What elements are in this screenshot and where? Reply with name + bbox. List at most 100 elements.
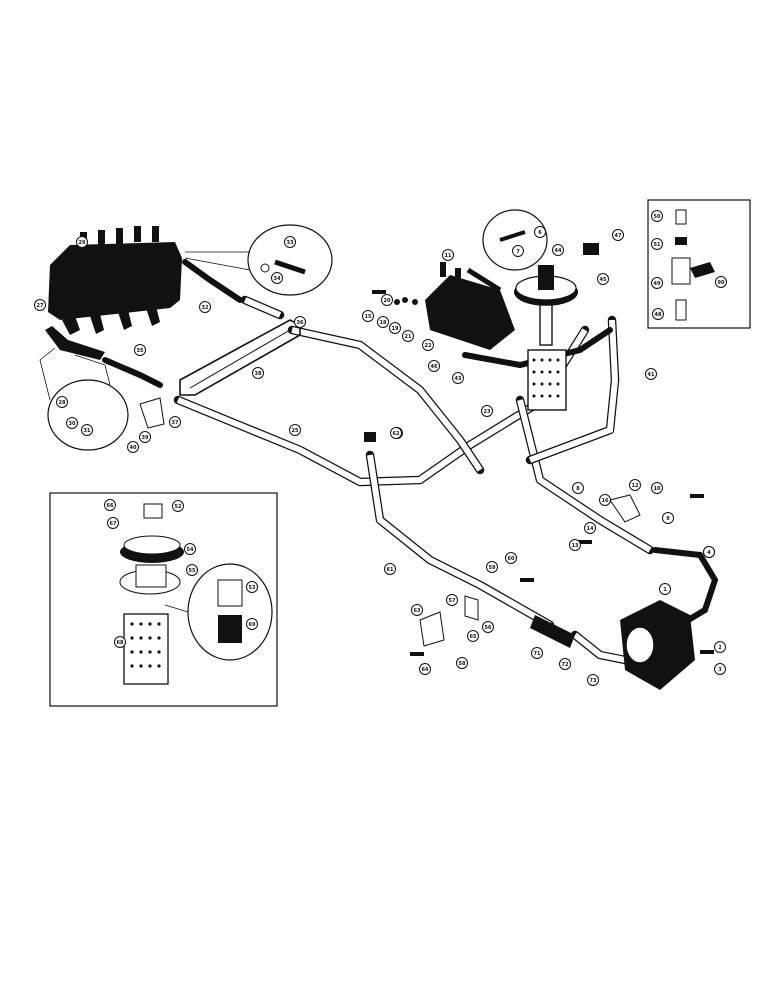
callout-circle [715, 276, 727, 288]
callout-circle [402, 330, 414, 342]
callout-number: 63 [414, 608, 421, 614]
callout-number: 15 [365, 314, 372, 320]
callout-number: 13 [572, 543, 579, 549]
callout-c28: 28 [56, 396, 68, 408]
callout-circle [34, 299, 46, 311]
callout-number: 16 [602, 498, 609, 504]
callout-number: 90 [718, 280, 725, 286]
callout-c57: 57 [446, 594, 458, 606]
callout-c67: 67 [107, 517, 119, 529]
callout-c69: 69 [246, 618, 258, 630]
callout-number: 65 [470, 634, 477, 640]
callout-circle [246, 618, 258, 630]
callout-c41: 41 [645, 368, 657, 380]
callout-circle [531, 647, 543, 659]
callout-number: 23 [484, 409, 491, 415]
callout-c6a: 6 [534, 226, 546, 238]
mounting-bracket [179, 319, 301, 396]
callout-number: 46 [431, 364, 438, 370]
callout-circle [662, 512, 674, 524]
callout-number: 36 [297, 320, 304, 326]
callout-c16: 16 [599, 494, 611, 506]
callout-circle [512, 245, 524, 257]
callout-c61: 61 [384, 563, 396, 575]
callout-number: 48 [655, 312, 662, 318]
callout-circle [390, 427, 402, 439]
callout-number: 32 [202, 305, 209, 311]
callout-number: 30 [69, 421, 76, 427]
callout-number: 38 [255, 371, 262, 377]
callout-number: 67 [110, 521, 117, 527]
callout-number: 4 [707, 550, 711, 556]
callout-number: 58 [459, 661, 466, 667]
filter-assembly [514, 265, 578, 411]
callout-c66: 66 [104, 499, 116, 511]
callout-circle [645, 368, 657, 380]
callout-number: 31 [84, 428, 91, 434]
callout-circle [651, 277, 663, 289]
callout-number: 52 [175, 504, 182, 510]
callout-c30: 30 [66, 417, 78, 429]
callout-number: 11 [445, 253, 452, 259]
callout-number: 64 [422, 667, 429, 673]
callout-c25: 25 [289, 424, 301, 436]
callout-number: 44 [555, 248, 562, 254]
callout-number: 8 [576, 486, 580, 492]
callout-circle [597, 273, 609, 285]
hardware-fasteners [139, 243, 714, 656]
callout-number: 69 [249, 622, 256, 628]
callout-number: 72 [562, 662, 569, 668]
callout-c43: 43 [452, 372, 464, 384]
callout-c45: 45 [597, 273, 609, 285]
callout-c49: 49 [651, 277, 663, 289]
callout-c40: 40 [127, 441, 139, 453]
callout-c53: 53 [246, 581, 258, 593]
callout-circle [714, 641, 726, 653]
pipe-runs [102, 259, 719, 665]
callout-circle [651, 238, 663, 250]
callout-c47: 47 [612, 229, 624, 241]
callout-c38: 38 [252, 367, 264, 379]
callout-c20: 20 [381, 294, 393, 306]
callout-circle [389, 322, 401, 334]
callout-circle [481, 405, 493, 417]
callout-number: 6 [538, 230, 542, 236]
callout-circle [104, 499, 116, 511]
callout-number: 35 [137, 348, 144, 354]
callout-c51: 51 [651, 238, 663, 250]
callout-number: 3 [718, 667, 722, 673]
callout-circle [199, 301, 211, 313]
callout-number: 66 [107, 503, 114, 509]
callout-c58: 58 [456, 657, 468, 669]
callout-circle [486, 561, 498, 573]
callout-circle [446, 594, 458, 606]
callout-number: 28 [59, 400, 66, 406]
callout-circle [419, 663, 431, 675]
callout-number: 33 [287, 240, 294, 246]
callout-circle [252, 367, 264, 379]
callout-circle [456, 657, 468, 669]
callout-c50: 50 [651, 210, 663, 222]
callout-circle [703, 546, 715, 558]
callout-c71: 71 [531, 647, 543, 659]
callout-number: 68 [117, 640, 124, 646]
callout-circle [127, 441, 139, 453]
callout-circle [651, 210, 663, 222]
callout-number: 9 [666, 516, 670, 522]
detail-circle-bushings [164, 563, 273, 661]
callout-c52: 52 [172, 500, 184, 512]
callout-c7: 7 [512, 245, 524, 257]
callout-number: 39 [142, 435, 149, 441]
callout-c37: 37 [169, 416, 181, 428]
callout-circle [534, 226, 546, 238]
callout-circle [172, 500, 184, 512]
callout-c46: 46 [428, 360, 440, 372]
callout-circle [381, 294, 393, 306]
callout-c4: 4 [703, 546, 715, 558]
callout-number: 21 [405, 334, 412, 340]
hydraulic-pump [620, 600, 695, 690]
callout-number: 10 [654, 486, 661, 492]
callout-number: 12 [632, 483, 639, 489]
callout-number: 47 [615, 233, 622, 239]
